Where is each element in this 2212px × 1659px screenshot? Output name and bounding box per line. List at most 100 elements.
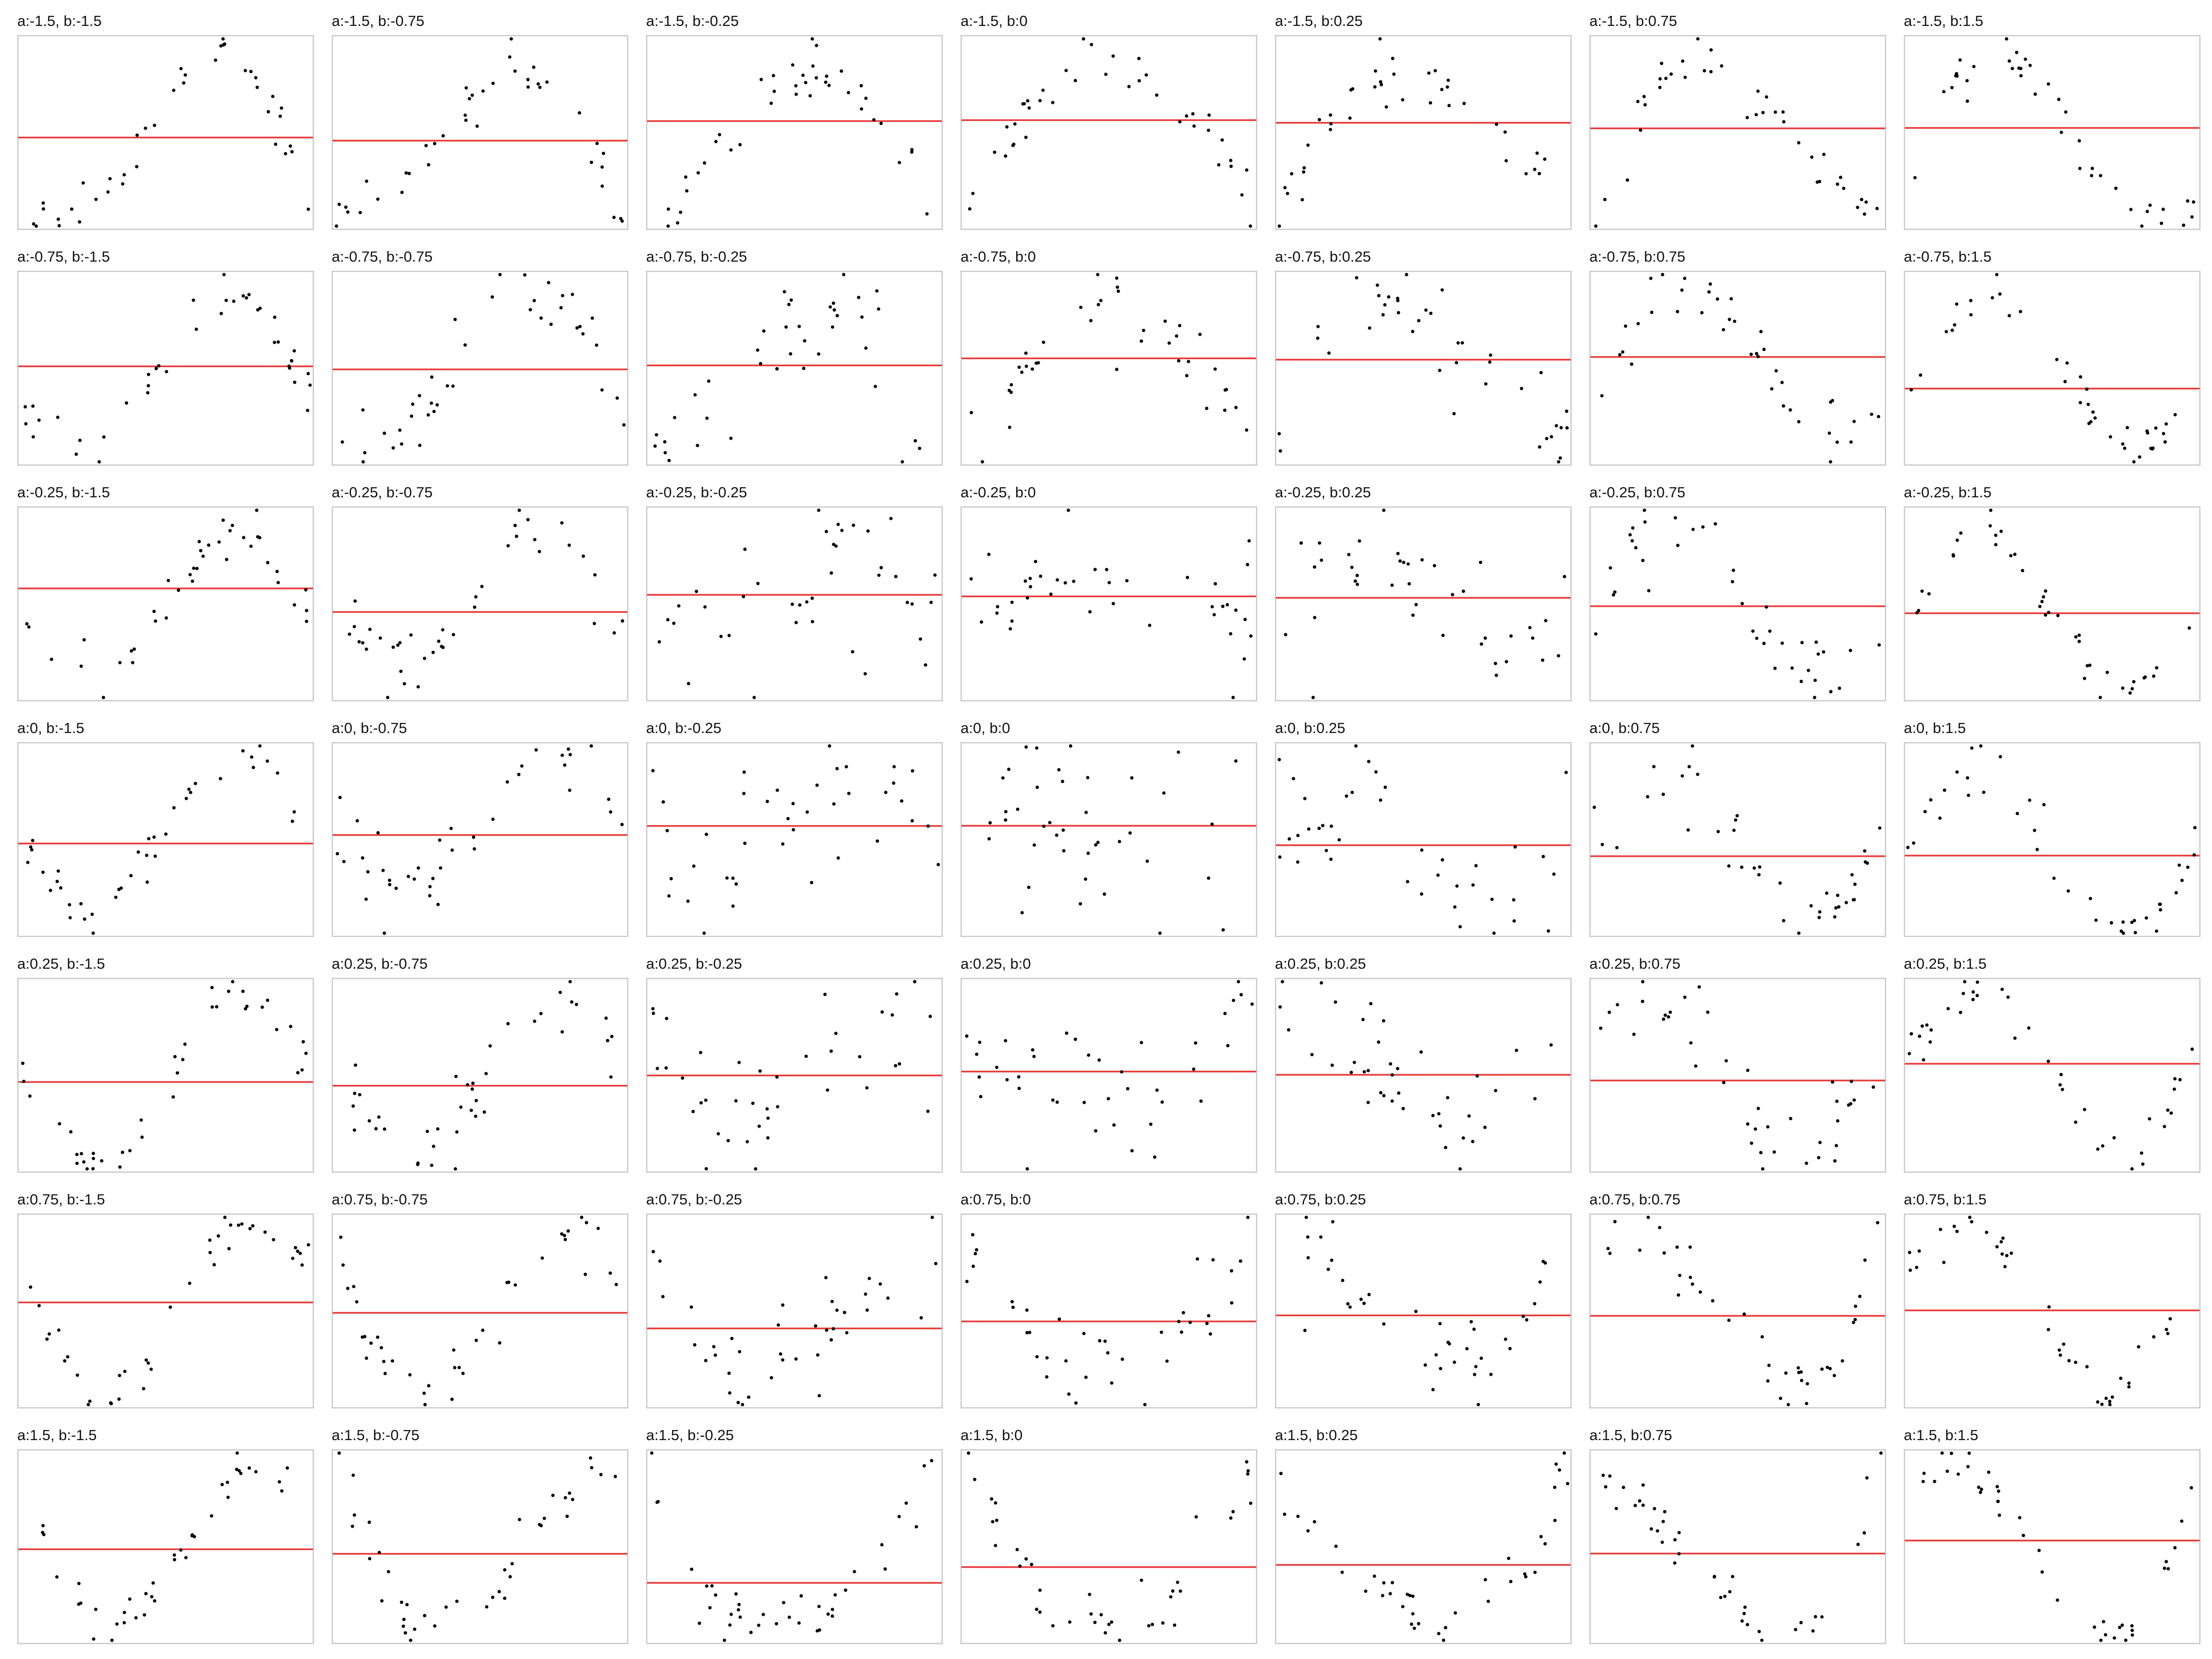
data-point	[45, 1337, 49, 1341]
plot-frame	[332, 271, 628, 466]
data-point	[130, 649, 133, 653]
data-point	[2019, 67, 2023, 71]
data-point	[118, 1373, 121, 1377]
data-point	[704, 1358, 708, 1362]
data-point	[353, 599, 357, 603]
data-point	[1724, 1059, 1728, 1063]
data-point	[1641, 1483, 1645, 1487]
data-point	[1232, 998, 1236, 1002]
data-point	[889, 517, 893, 520]
data-point	[705, 832, 709, 836]
data-point	[987, 553, 991, 556]
plot-frame	[961, 1214, 1257, 1408]
data-point	[1490, 897, 1494, 901]
data-point	[1921, 1479, 1925, 1483]
data-point	[1377, 1040, 1381, 1044]
data-point	[1701, 525, 1705, 529]
data-point	[529, 308, 532, 312]
data-point	[485, 1605, 489, 1609]
data-point	[1543, 157, 1547, 161]
data-point	[790, 602, 794, 606]
data-point	[82, 638, 86, 642]
data-point	[221, 37, 225, 41]
data-point	[910, 148, 914, 152]
data-point	[237, 1223, 240, 1227]
data-point	[541, 1256, 544, 1260]
data-point	[2042, 595, 2045, 599]
data-point	[31, 404, 35, 408]
data-point	[651, 1011, 655, 1015]
data-point	[1009, 390, 1013, 394]
data-point	[2108, 435, 2112, 439]
data-point	[505, 1281, 509, 1285]
data-point	[2105, 671, 2109, 674]
data-point	[1958, 58, 1962, 62]
data-point	[1163, 319, 1167, 323]
data-point	[758, 1069, 762, 1073]
data-point	[2046, 1328, 2050, 1332]
data-point	[2032, 829, 2036, 832]
data-point	[1008, 425, 1011, 429]
data-point	[1458, 1167, 1462, 1171]
data-point	[779, 1352, 782, 1356]
data-point	[1296, 834, 1300, 838]
data-point	[129, 874, 133, 878]
plot-frame	[17, 978, 314, 1173]
data-point	[1319, 1235, 1323, 1239]
data-point	[2169, 1111, 2173, 1115]
data-point	[865, 1086, 869, 1090]
data-point	[1111, 601, 1115, 605]
data-point	[1683, 276, 1687, 280]
data-point	[705, 1584, 709, 1588]
data-point	[1423, 1363, 1427, 1367]
data-point	[699, 1101, 703, 1105]
scatter-panel	[1904, 35, 2200, 230]
scatter-panel	[646, 1214, 943, 1408]
data-point	[1187, 360, 1190, 363]
data-point	[503, 1568, 506, 1572]
data-point	[1994, 543, 1998, 547]
data-point	[609, 810, 613, 814]
data-point	[1366, 1101, 1370, 1105]
panel-title: a:-0.25, b:-0.75	[332, 484, 433, 501]
data-point	[1220, 138, 1224, 142]
data-point	[1995, 1245, 1999, 1249]
panel-title: a:0, b:-0.25	[646, 720, 721, 736]
data-point	[254, 1470, 258, 1474]
data-point	[1051, 101, 1055, 105]
data-point	[1688, 1245, 1692, 1249]
data-point	[1727, 1318, 1731, 1322]
data-point	[436, 1127, 440, 1131]
data-point	[803, 339, 806, 343]
plot-frame	[332, 1214, 628, 1408]
data-point	[265, 998, 269, 1002]
data-point	[430, 375, 433, 379]
data-point	[1951, 553, 1955, 557]
data-point	[1966, 1465, 1970, 1468]
data-point	[811, 64, 815, 68]
data-point	[1915, 1265, 1919, 1269]
data-point	[114, 895, 118, 899]
data-point	[775, 1075, 779, 1079]
data-point	[1870, 412, 1874, 416]
data-point	[480, 585, 484, 589]
data-point	[199, 549, 203, 553]
data-point	[987, 837, 991, 841]
data-point	[1362, 1301, 1366, 1305]
data-point	[1443, 1146, 1447, 1150]
data-point	[1316, 325, 1320, 328]
data-point	[1508, 1346, 1512, 1350]
data-point	[1563, 1451, 1566, 1455]
data-point	[352, 625, 356, 628]
data-point	[187, 787, 191, 791]
data-point	[1031, 367, 1034, 371]
data-point	[747, 1395, 751, 1399]
data-point	[2005, 1254, 2009, 1258]
data-point	[971, 192, 975, 195]
data-point	[666, 224, 670, 228]
data-point	[1185, 114, 1189, 118]
scatter-panel	[17, 742, 314, 937]
data-point	[1382, 1094, 1386, 1097]
data-point	[184, 1556, 188, 1560]
data-point	[2132, 460, 2136, 464]
